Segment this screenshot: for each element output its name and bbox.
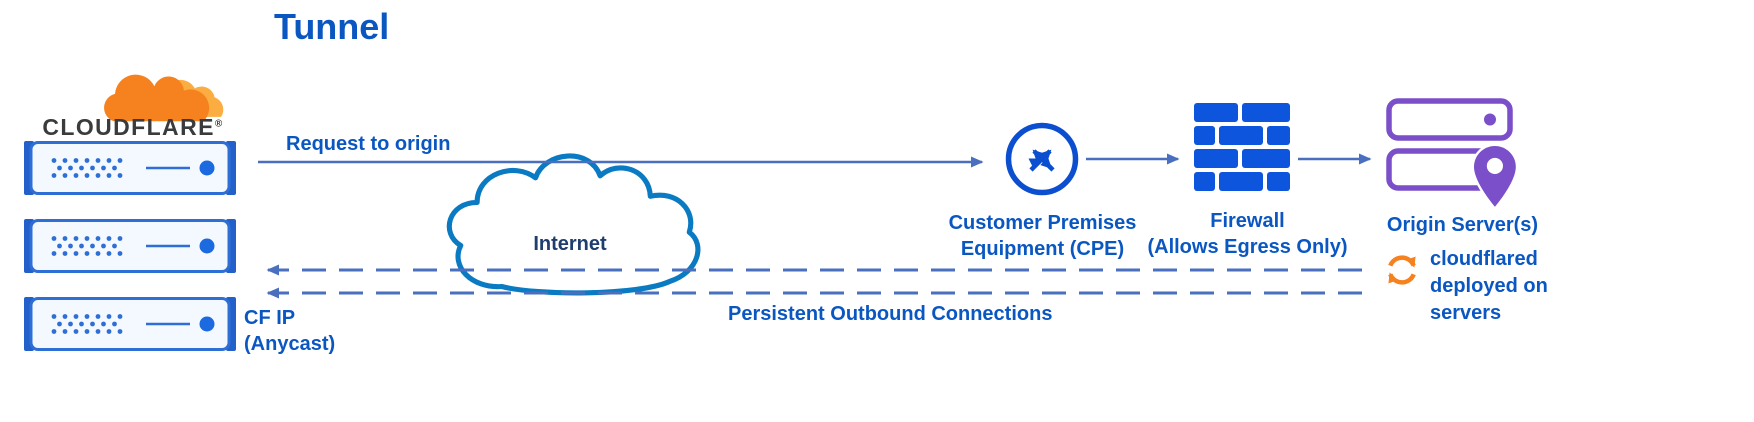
firewall-sublabel: (Allows Egress Only) xyxy=(1147,236,1348,258)
cloudflared-sync-icon xyxy=(1388,255,1416,285)
cloudflared-label: cloudflared deployed on servers xyxy=(1430,248,1548,324)
firewall-icon xyxy=(1194,103,1290,191)
persistent-connections-label: Persistent Outbound Connections xyxy=(728,303,1053,325)
cf-ip-label: CF IP (Anycast) xyxy=(244,307,336,355)
page-title: Tunnel xyxy=(274,6,390,47)
internet-label: Internet xyxy=(533,233,607,255)
location-pin-icon xyxy=(1471,143,1519,211)
origin-servers-label: Origin Server(s) xyxy=(1386,214,1539,236)
edge-server-icon xyxy=(24,296,236,352)
cloudflare-cloud-icon xyxy=(104,74,224,122)
firewall-label: Firewall xyxy=(1210,210,1285,232)
origin-servers-icon xyxy=(1386,98,1519,211)
internet-cloud-icon xyxy=(446,153,701,296)
request-to-origin-label: Request to origin xyxy=(286,133,451,155)
cpe-label: Customer Premises Equipment (CPE) xyxy=(948,212,1137,260)
edge-server-icon xyxy=(24,218,236,274)
registered-mark: ® xyxy=(214,118,224,130)
cloudflare-wordmark: CLOUDFLARE® xyxy=(42,114,224,140)
edge-server-icon xyxy=(24,140,236,196)
cpe-router-icon xyxy=(1005,122,1079,196)
